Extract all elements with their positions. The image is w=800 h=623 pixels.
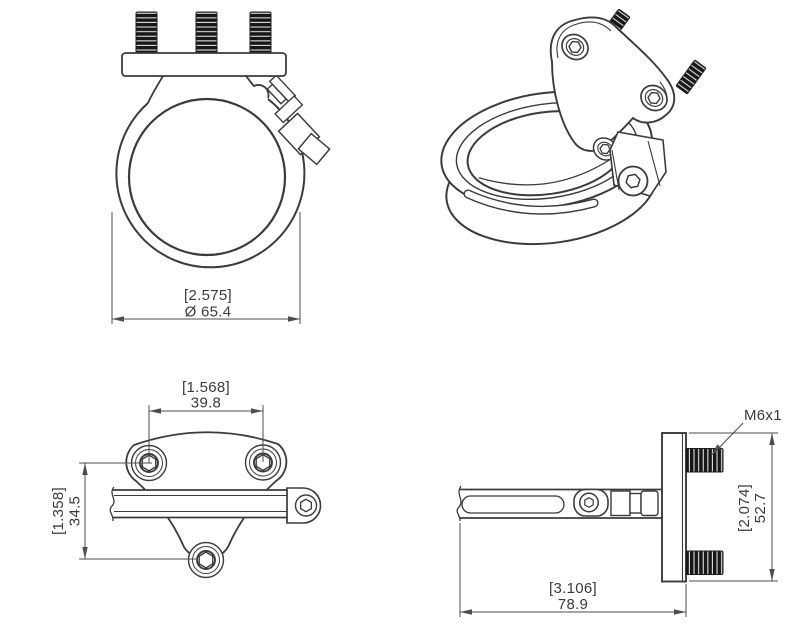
- stud-icon: [685, 550, 724, 575]
- stud-icon: [249, 11, 272, 55]
- side-studs: [685, 448, 724, 575]
- band-slot: [461, 495, 565, 514]
- bolt-hole: [244, 444, 282, 481]
- mount-bar: [121, 52, 287, 77]
- bolt-hole: [187, 541, 225, 579]
- iso-clamp-boss: [609, 131, 667, 197]
- thread-label: M6x1: [744, 407, 782, 424]
- top-view: [1.568] 39.8 [1.358] 34.5: [50, 379, 322, 579]
- neck-right: [245, 75, 270, 99]
- dim-height: [2.074] 52.7: [689, 432, 778, 582]
- screw-barrel: [640, 490, 659, 517]
- dim-hole-offset: [1.358] 34.5: [50, 462, 198, 560]
- dim-diameter: [2.575] Ø 65.4: [111, 212, 301, 324]
- dim-offset-mm: 34.5: [67, 496, 84, 526]
- dim-diameter-mm: Ø 65.4: [185, 304, 232, 321]
- band-screw-cap: [286, 487, 322, 524]
- stud-icon: [135, 11, 158, 55]
- iso-band-slot: [463, 189, 599, 215]
- iso-socket-screw: [640, 84, 668, 112]
- clamp-screw-assembly: [266, 74, 331, 166]
- iso-socket-screw: [561, 33, 589, 61]
- dim-spacing-mm: 39.8: [191, 395, 221, 412]
- dim-hole-spacing: [1.568] 39.8: [148, 379, 264, 463]
- thread-callout: M6x1: [711, 407, 782, 456]
- front-studs: [135, 11, 272, 55]
- side-flange: [661, 432, 687, 583]
- iso-plate-edge-line: [556, 21, 612, 59]
- side-band: [456, 485, 662, 522]
- dim-diameter-inches: [2.575]: [184, 287, 232, 304]
- dim-offset-inches: [1.358]: [50, 487, 67, 535]
- dim-length-mm: 78.9: [558, 596, 588, 613]
- side-view: M6x1 [2.074] 52.7 [3.106] 78.9: [456, 407, 782, 617]
- screw-barrel: [610, 490, 631, 517]
- stud-icon: [195, 11, 218, 55]
- isometric-view: [440, 9, 706, 246]
- dim-spacing-inches: [1.568]: [182, 379, 230, 396]
- neck-left: [147, 75, 164, 104]
- clamp-ring-bore: [127, 97, 287, 257]
- dim-height-mm: 52.7: [752, 493, 769, 523]
- front-view: [2.575] Ø 65.4: [111, 11, 331, 324]
- screw-barrel: [629, 492, 642, 514]
- iso-stud: [676, 60, 706, 94]
- dim-height-inches: [2.074]: [736, 484, 753, 532]
- dim-length: [3.106] 78.9: [459, 523, 687, 617]
- stud-icon: [685, 448, 724, 473]
- dim-length-inches: [3.106]: [549, 580, 597, 597]
- band-break-line: [109, 486, 115, 522]
- top-band: [109, 486, 322, 524]
- band-break-line: [456, 485, 462, 522]
